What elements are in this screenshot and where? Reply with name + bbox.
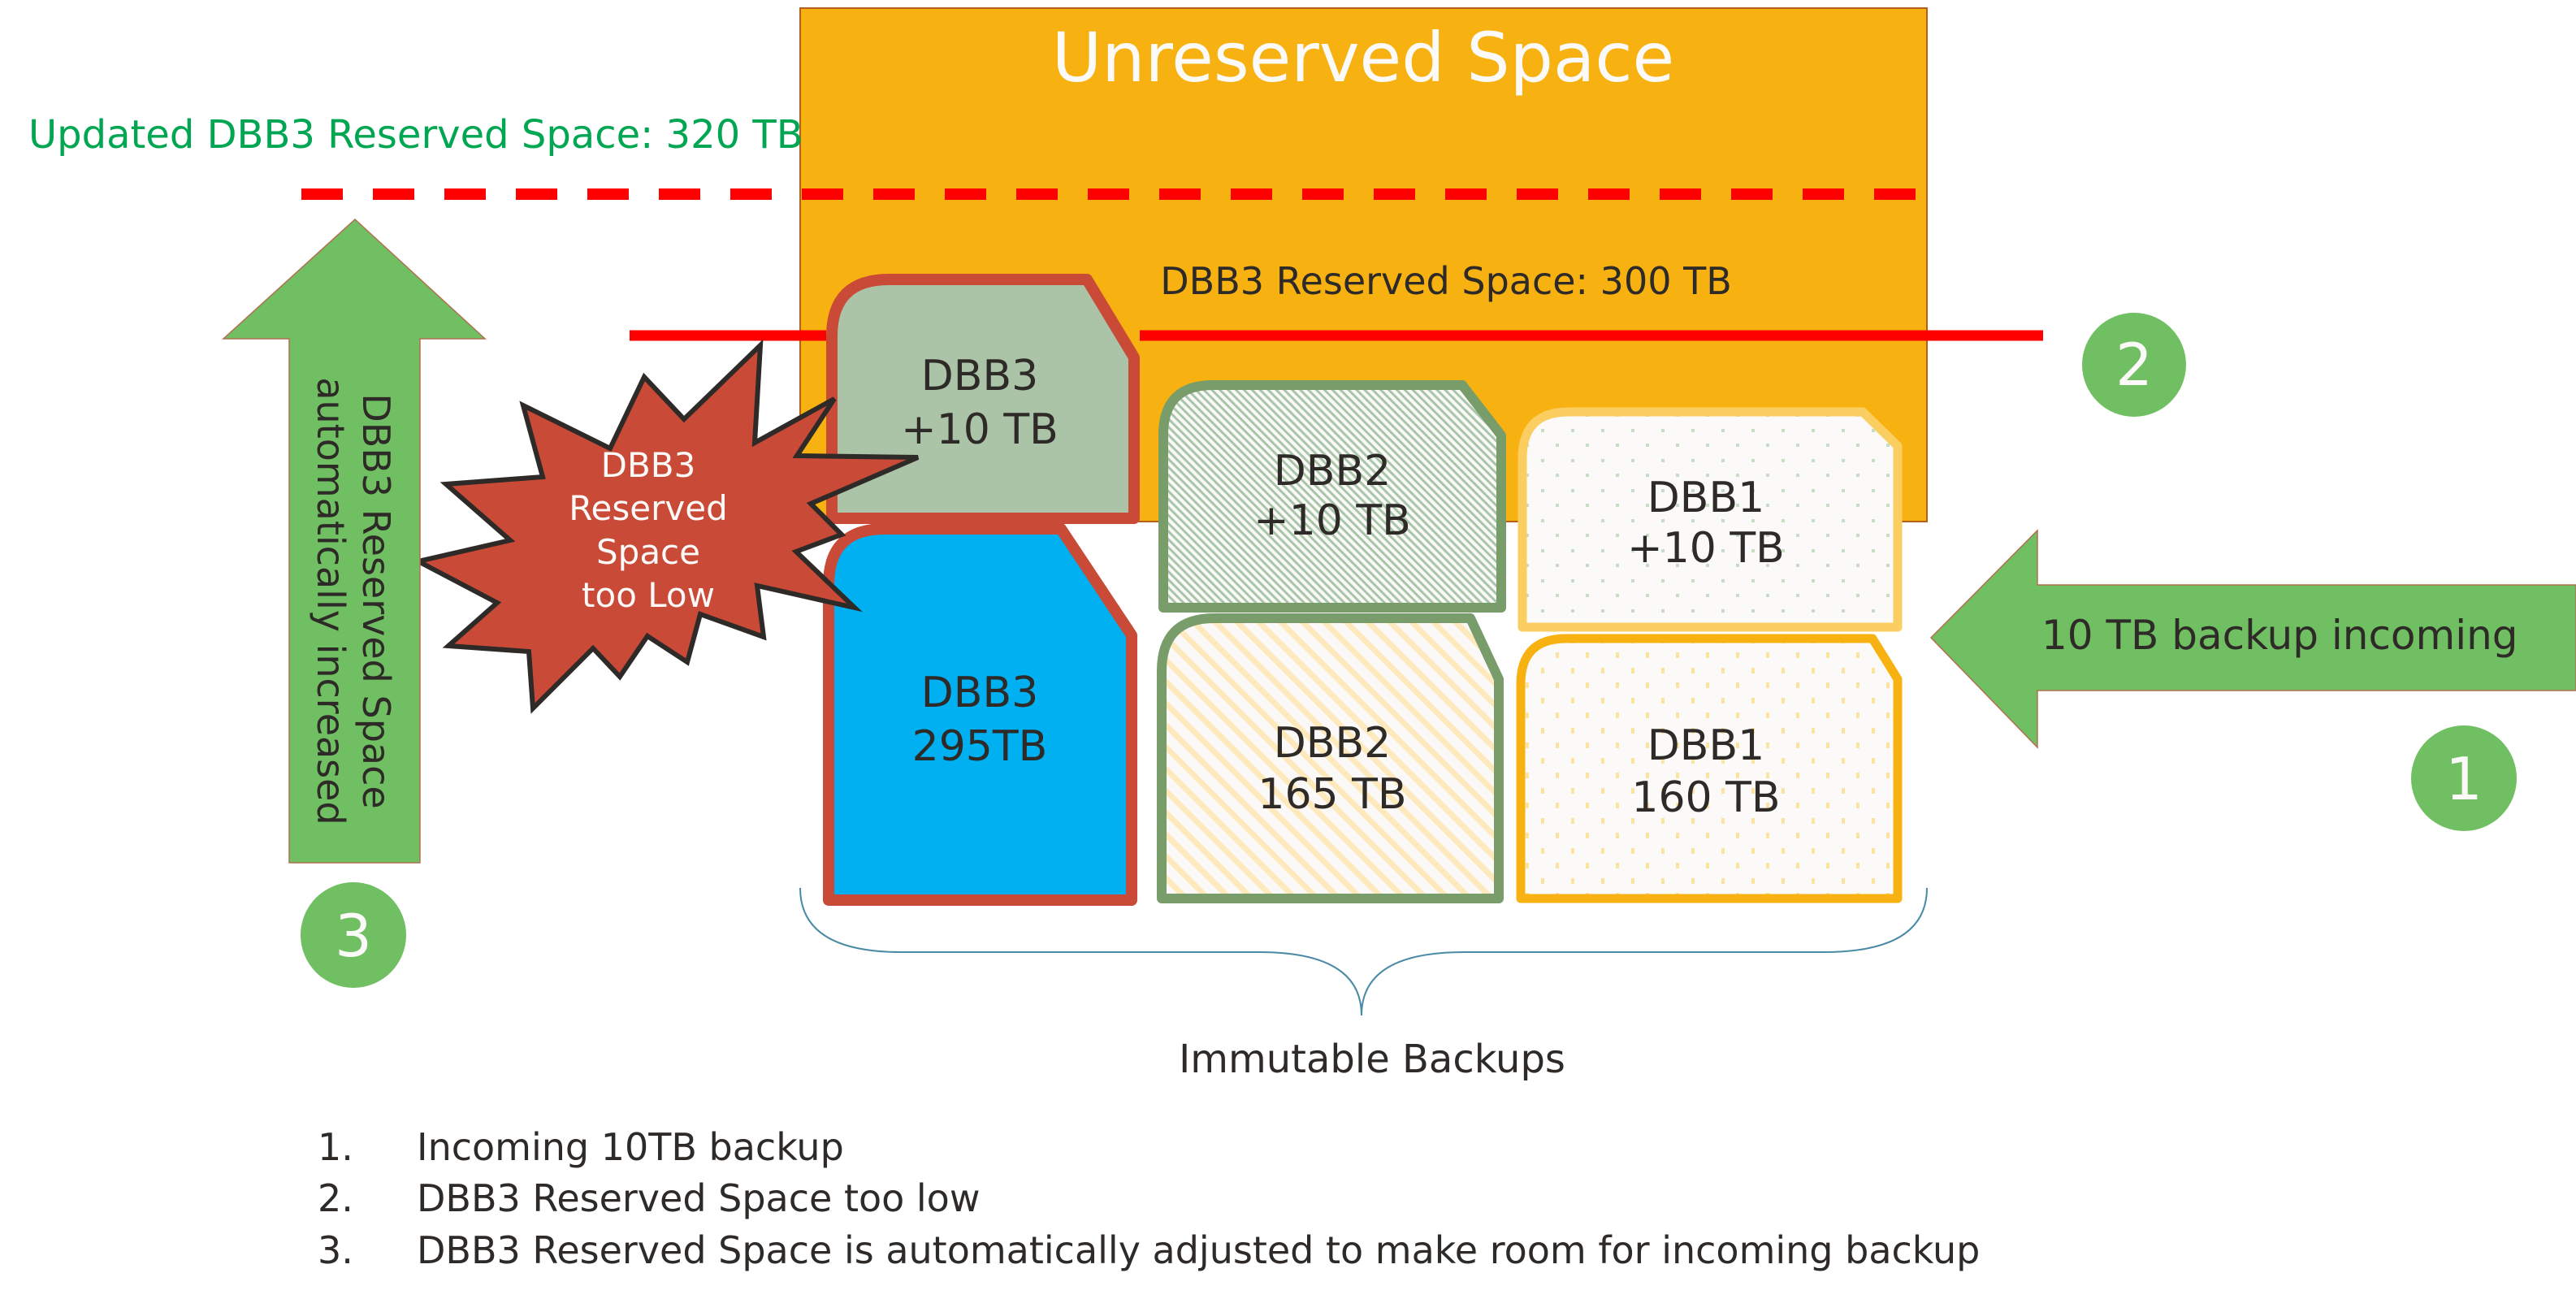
block-size: 160 TB — [1631, 773, 1780, 822]
step-badge-2: 2 — [2082, 313, 2186, 417]
block-dbb1-incoming: DBB1 +10 TB — [1517, 407, 1903, 632]
block-dbb2-incoming: DBB2 +10 TB — [1158, 380, 1506, 613]
step-badge-3: 3 — [301, 882, 406, 988]
increase-arrow-line-1: DBB3 Reserved Space — [354, 393, 398, 808]
increase-arrow-line-2: automatically increased — [309, 377, 353, 825]
immutable-backups-label: Immutable Backups — [1179, 1037, 1565, 1082]
block-dbb3-existing: DBB3 295TB — [823, 523, 1137, 906]
reserved-space-label: DBB3 Reserved Space: 300 TB — [1160, 259, 1732, 303]
step-number: 1 — [2445, 745, 2483, 813]
steps-legend: 1. Incoming 10TB backup 2. DBB3 Reserved… — [318, 1125, 1980, 1272]
unreserved-space-label: Unreserved Space — [1052, 18, 1674, 97]
step-badge-1: 1 — [2411, 725, 2517, 831]
immutable-backups-brace — [799, 887, 1928, 1016]
legend-text-3: DBB3 Reserved Space is automatically adj… — [417, 1228, 1980, 1272]
block-dbb1-existing: DBB1 160 TB — [1516, 634, 1903, 903]
legend-num-3: 3. — [318, 1228, 353, 1272]
legend-num-1: 1. — [318, 1125, 353, 1169]
block-name: DBB1 — [1647, 474, 1764, 522]
starburst-line-1: DBB3 — [601, 445, 696, 485]
block-size: +10 TB — [1253, 496, 1411, 545]
updated-reserved-label: Updated DBB3 Reserved Space: 320 TB — [28, 112, 803, 158]
block-name: DBB3 — [921, 669, 1038, 717]
step-number: 3 — [335, 902, 372, 970]
block-name: DBB1 — [1647, 721, 1764, 770]
step-number: 2 — [2115, 331, 2153, 399]
block-size: +10 TB — [901, 405, 1059, 454]
block-size: +10 TB — [1627, 524, 1785, 573]
left-arrow-icon — [1929, 529, 2576, 749]
incoming-backup-arrow: 10 TB backup incoming — [1929, 529, 2576, 749]
starburst-line-3: Space — [596, 532, 700, 572]
up-arrow-icon — [222, 218, 487, 864]
block-size: 165 TB — [1258, 770, 1406, 819]
increase-arrow: DBB3 Reserved Space automatically increa… — [222, 218, 487, 864]
legend-text-1: Incoming 10TB backup — [417, 1125, 844, 1169]
block-dbb2-existing: DBB2 165 TB — [1157, 613, 1504, 903]
legend-num-2: 2. — [318, 1176, 353, 1220]
block-name: DBB2 — [1274, 447, 1391, 496]
block-size: 295TB — [912, 722, 1048, 771]
incoming-backup-label: 10 TB backup incoming — [2041, 612, 2518, 659]
starburst-shape — [411, 339, 920, 714]
starburst-line-4: too Low — [582, 575, 715, 615]
legend-text-2: DBB3 Reserved Space too low — [417, 1176, 980, 1220]
block-name: DBB3 — [921, 352, 1038, 401]
reserved-too-low-starburst: DBB3 Reserved Space too Low — [411, 339, 920, 714]
block-name: DBB2 — [1274, 719, 1391, 768]
block-dbb3-incoming: DBB3 +10 TB — [826, 274, 1140, 524]
starburst-line-2: Reserved — [569, 488, 727, 528]
